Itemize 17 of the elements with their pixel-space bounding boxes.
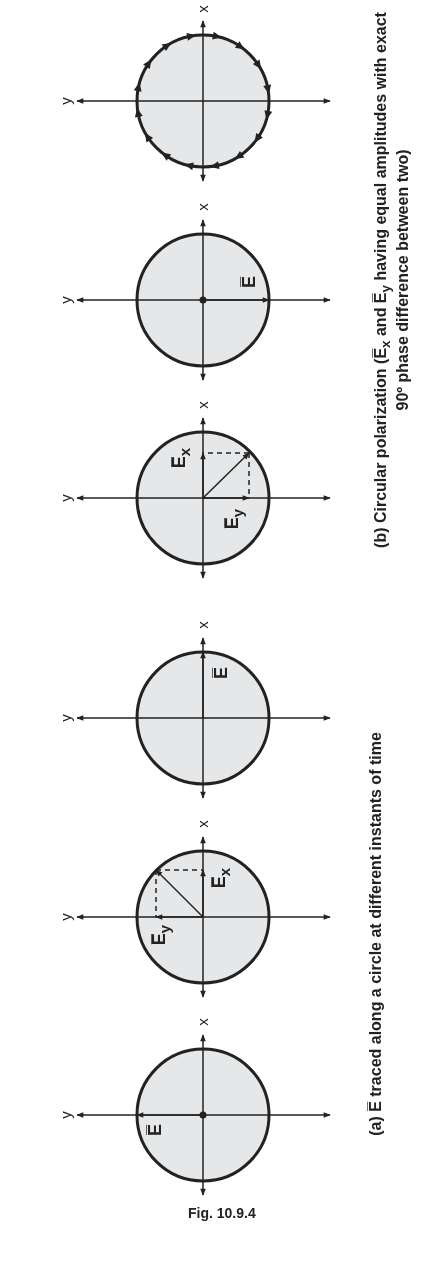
axis-label: x xyxy=(194,203,212,211)
axis-label: y xyxy=(57,913,75,921)
axis-label: x xyxy=(194,1018,212,1026)
axis-label: y xyxy=(57,494,75,502)
axis-label: x xyxy=(194,401,212,409)
axis-label: x xyxy=(194,5,212,13)
vector-label: E̅ xyxy=(212,667,232,679)
axis-label: y xyxy=(57,1111,75,1119)
vector-label: E̅ xyxy=(240,276,260,288)
axis-label: y xyxy=(57,97,75,105)
axis-label: y xyxy=(57,296,75,304)
axis-label: x xyxy=(194,621,212,629)
vector-label: E̅ xyxy=(146,1124,166,1136)
axis-label: x xyxy=(194,820,212,828)
axis-label: y xyxy=(57,714,75,722)
figure-caption: Fig. 10.9.4 xyxy=(188,1205,256,1221)
subcaption: (a) E̅ traced along a circle at different instants of time xyxy=(367,731,385,1138)
